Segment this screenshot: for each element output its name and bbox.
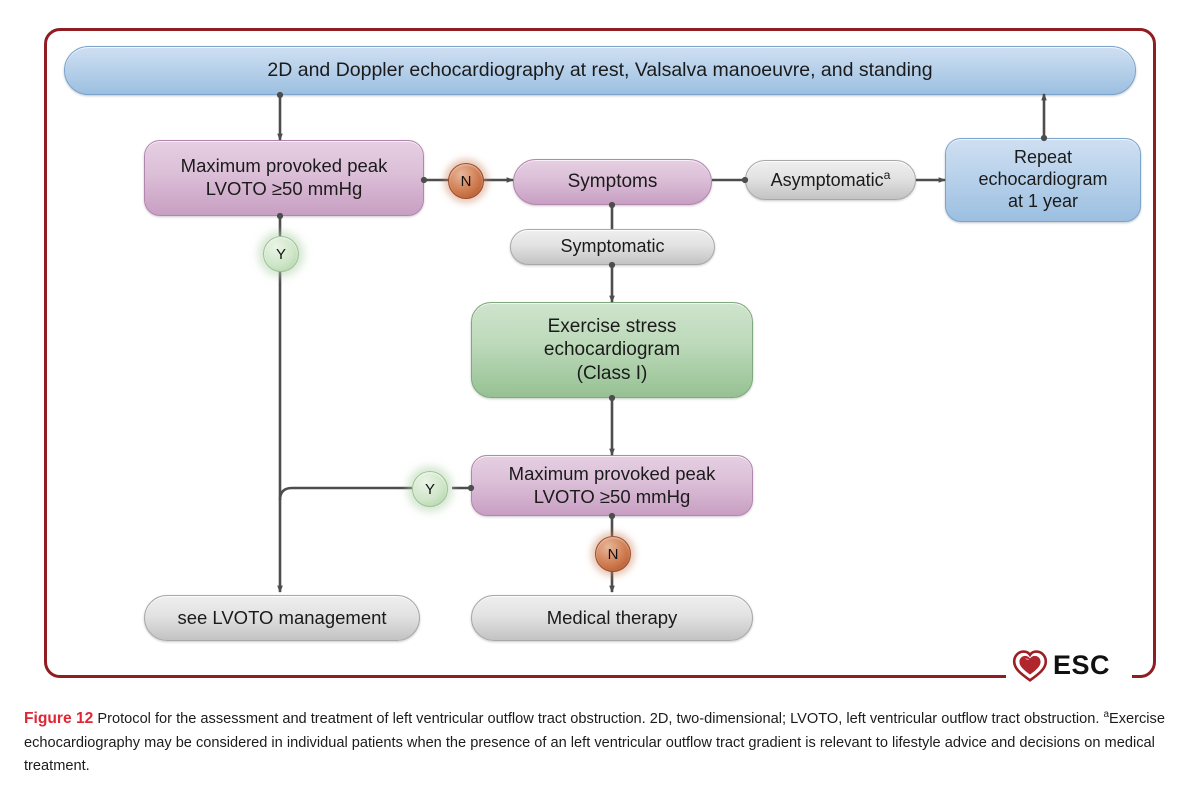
node-lvoto-management-label: see LVOTO management [177, 606, 387, 628]
node-lvoto-rest[interactable]: Maximum provoked peak LVOTO ≥50 mmHg [144, 140, 424, 216]
badge-yes-rest-label: Y [275, 245, 286, 263]
esc-logo-text: ESC [1053, 649, 1111, 680]
node-exercise-echo-label: Exercise stress echocardiogram (Class I) [472, 315, 752, 385]
node-asymptomatic-text: Asymptomatic [770, 170, 884, 191]
node-symptoms[interactable]: Symptoms [513, 159, 712, 205]
badge-yes-rest: Y [263, 236, 299, 272]
node-lvoto-rest-label: Maximum provoked peak LVOTO ≥50 mmHg [145, 155, 423, 200]
node-repeat-echo-line2: echocardiogram [978, 169, 1108, 190]
node-symptomatic[interactable]: Symptomatic [510, 229, 715, 265]
heart-icon [1012, 649, 1048, 682]
figure-caption: Figure 12 Protocol for the assessment an… [24, 706, 1182, 779]
node-header-echocardiography[interactable]: 2D and Doppler echocardiography at rest,… [64, 46, 1136, 95]
node-lvoto-management[interactable]: see LVOTO management [144, 595, 420, 641]
node-lvoto-exercise-line1: Maximum provoked peak [508, 462, 716, 484]
node-exercise-echo-line2: echocardiogram [543, 339, 681, 361]
node-exercise-echo[interactable]: Exercise stress echocardiogram (Class I) [471, 302, 753, 398]
node-medical-therapy-label: Medical therapy [546, 606, 678, 628]
badge-no-exercise-label: N [607, 545, 619, 563]
figure-caption-part1: Protocol for the assessment and treatmen… [97, 711, 1104, 727]
badge-no-exercise: N [595, 536, 631, 572]
node-exercise-echo-line1: Exercise stress [547, 316, 677, 338]
diagram-frame [44, 28, 1156, 678]
esc-logo: ESC [1012, 648, 1130, 682]
node-symptoms-label: Symptoms [567, 171, 658, 193]
node-asymptomatic-label: Asymptomatica [746, 168, 915, 192]
node-repeat-echo[interactable]: Repeat echocardiogram at 1 year [945, 138, 1141, 222]
node-lvoto-rest-line2: LVOTO ≥50 mmHg [205, 178, 363, 199]
node-header-label: 2D and Doppler echocardiography at rest,… [267, 58, 933, 81]
node-lvoto-exercise[interactable]: Maximum provoked peak LVOTO ≥50 mmHg [471, 455, 753, 516]
node-asymptomatic[interactable]: Asymptomatica [745, 160, 916, 200]
node-exercise-echo-line3: (Class I) [576, 362, 648, 384]
badge-no-rest: N [448, 163, 484, 199]
figure-label: Figure 12 [24, 710, 94, 727]
badge-yes-exercise-label: Y [424, 480, 435, 498]
figure-caption-part2: Exercise echocardiography may be conside… [24, 711, 1165, 775]
node-repeat-echo-line1: Repeat [1013, 147, 1073, 168]
node-lvoto-rest-line1: Maximum provoked peak [180, 155, 388, 177]
badge-yes-exercise: Y [412, 471, 448, 507]
figure-footnote-marker: a [1103, 709, 1109, 721]
node-lvoto-exercise-label: Maximum provoked peak LVOTO ≥50 mmHg [472, 463, 752, 508]
node-repeat-echo-line3: at 1 year [1007, 190, 1079, 211]
node-asymptomatic-footnote: a [883, 168, 891, 183]
node-medical-therapy[interactable]: Medical therapy [471, 595, 753, 641]
node-repeat-echo-label: Repeat echocardiogram at 1 year [946, 147, 1140, 213]
badge-no-rest-label: N [460, 172, 472, 190]
node-lvoto-exercise-line2: LVOTO ≥50 mmHg [533, 485, 691, 507]
node-symptomatic-label: Symptomatic [560, 236, 665, 257]
